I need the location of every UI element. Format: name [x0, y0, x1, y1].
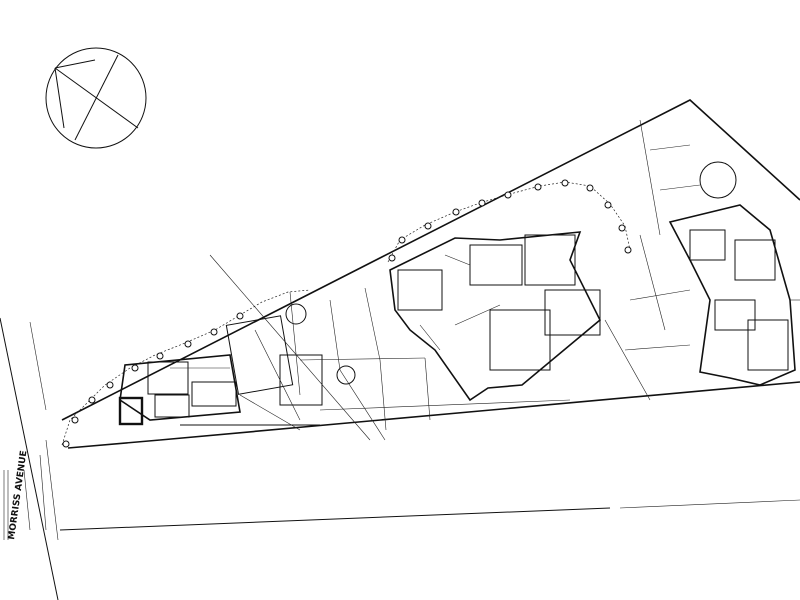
- right-lots: [604, 119, 701, 401]
- middle-lots: [289, 287, 431, 441]
- survey-lines: [209, 254, 571, 441]
- street-label: MORRISS AVENUE: [7, 450, 29, 540]
- north-arrow-icon: [45, 47, 147, 149]
- site-boundary: [61, 99, 800, 449]
- building-central: [389, 231, 601, 402]
- tree-line: [61, 181, 631, 446]
- building-right: [668, 204, 800, 386]
- building-left: [118, 315, 323, 431]
- street-edges: [0, 317, 800, 600]
- tree-icon: [62, 161, 737, 448]
